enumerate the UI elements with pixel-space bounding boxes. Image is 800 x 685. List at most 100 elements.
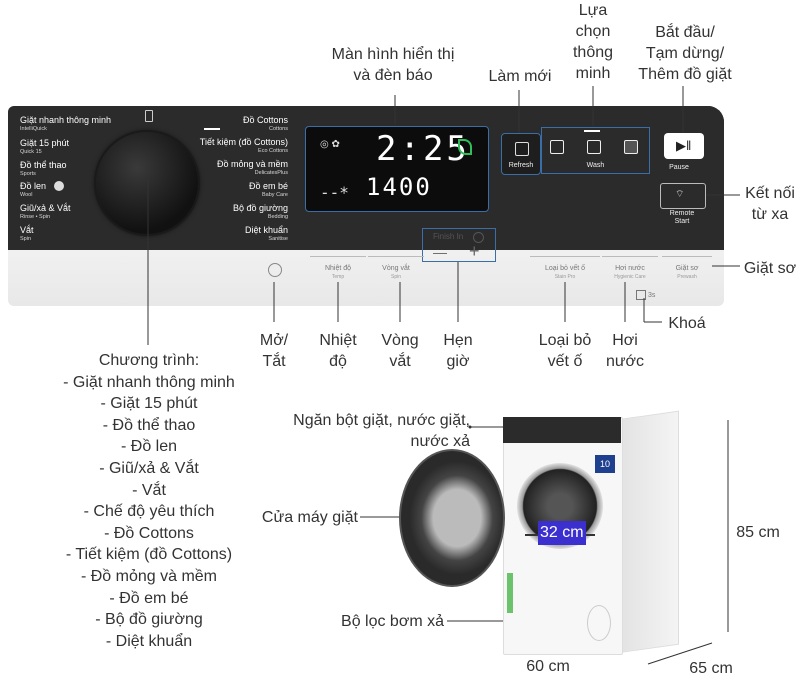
timer-minus-button[interactable]: — — [433, 244, 447, 260]
callout-screen: Màn hình hiển thị và đèn báo — [318, 44, 468, 86]
program-labels-right: Đồ Cottons Cottons Tiết kiệm (đồ Cottons… — [199, 115, 288, 242]
panel-white-area — [486, 106, 724, 250]
timer-plus-button[interactable]: + — [469, 241, 480, 261]
program-list-item: - Giặt nhanh thông minh — [63, 373, 235, 391]
clock-icon — [473, 232, 484, 243]
wash-indicator — [584, 130, 600, 132]
remote-label-2: Start — [674, 218, 690, 225]
display-screen: ◎ ✿ 2:25 --* 1400 — [305, 126, 489, 212]
finish-in-group: Finish In — + — [422, 228, 496, 262]
refresh-button[interactable]: Refresh — [501, 133, 541, 175]
callout-filter: Bộ lọc bơm xả — [341, 613, 444, 630]
program-list-item: - Đồ Cottons — [104, 524, 194, 542]
shirt-stain-icon — [587, 140, 601, 154]
callout-refresh: Làm mới — [488, 68, 552, 85]
prewash-button[interactable]: Giặt sơ Prewash — [662, 256, 712, 281]
prewash-label-text: Giặt sơ — [675, 265, 699, 272]
program-list-item: - Giũ/xả & Vắt — [99, 459, 199, 477]
remote-start-button[interactable]: ⌔ — [660, 183, 706, 209]
program-list-item: - Chế độ yêu thích — [83, 503, 215, 521]
stain-button[interactable]: Loại bỏ vết ố Stain Pro — [530, 256, 600, 281]
wash-option-1[interactable] — [548, 138, 566, 154]
wash-option-2[interactable] — [585, 138, 603, 154]
knob-phone-icon — [145, 110, 153, 122]
spin-sub: Spin — [390, 274, 401, 280]
stain-label-text: Loại bỏ vết ố — [544, 265, 586, 272]
program-list-item: - Đồ em bé — [109, 589, 189, 607]
callout-temp: Nhiệt độ — [310, 330, 366, 372]
callout-temp-text: Nhiệt độ — [319, 332, 357, 370]
remote-label: Remote — [669, 210, 695, 217]
stain-sub: Stain Pro — [554, 274, 576, 280]
temp-sub: Temp — [331, 274, 345, 280]
spin-label-text: Vòng vắt — [382, 265, 410, 272]
machine-top-panel — [503, 417, 621, 443]
program-list: Chương trình: - Giặt nhanh thông minh - … — [40, 350, 258, 652]
display-time: 2:25 — [376, 129, 470, 169]
refresh-shirt-icon — [515, 142, 529, 156]
stain-label: Loại bỏ vết ố Stain Pro — [530, 265, 600, 281]
play-pause-icon: ▶‖ — [676, 138, 692, 153]
callout-timer: Hẹn giờ — [430, 330, 486, 372]
callout-steam-text: Hơi nước — [605, 332, 645, 370]
program-list-title: Chương trình: — [98, 352, 200, 369]
program-list-item: - Đồ len — [120, 438, 178, 456]
callout-detergent-text: Ngăn bột giặt, nước giặt, nước xả — [293, 412, 470, 450]
callout-remote-text: Kết nối từ xa — [745, 185, 795, 223]
temp-label: Nhiệt độ Temp — [310, 265, 366, 281]
program-list-item: - Đồ mỏng và mềm — [80, 567, 218, 585]
wifi-icon: ⌔ — [675, 189, 685, 200]
lock-icon — [636, 290, 646, 300]
display-spin-dashes: --* — [320, 183, 349, 202]
wool-icon — [54, 181, 64, 191]
callout-power-text: Mở/ Tắt — [259, 332, 289, 370]
machine-door[interactable] — [399, 449, 505, 587]
drum-dimension-label: 32 cm — [538, 521, 586, 545]
machine-side — [617, 410, 679, 654]
prewash-label: Giặt sơ Prewash — [662, 265, 712, 281]
program-labels-left: Giặt nhanh thông minh IntelliQuick Giặt … — [20, 115, 112, 242]
warning-sticker — [507, 573, 513, 613]
callout-wash-select-text: Lựa chọn thông minh — [572, 2, 614, 82]
hygienic-sub: Hygienic Care — [614, 274, 646, 280]
display-icons: ◎ ✿ — [320, 139, 340, 150]
program-list-item: - Vắt — [132, 481, 166, 499]
callout-start: Bắt đầu/ Tạm dừng/ Thêm đồ giặt — [628, 22, 742, 85]
callout-stain-text: Loại bỏ vết ố — [538, 332, 592, 370]
pump-filter[interactable] — [587, 605, 611, 641]
program-list-item: - Bộ đồ giường — [95, 611, 203, 629]
callout-stain: Loại bỏ vết ố — [528, 330, 602, 372]
program-list-item: - Tiết kiệm (đồ Cottons) — [65, 546, 233, 564]
program-list-item: - Đồ thể thao — [102, 416, 196, 434]
power-button[interactable] — [268, 263, 282, 277]
start-pause-button[interactable]: ▶‖ — [664, 133, 704, 159]
lock-time: 3s — [648, 292, 656, 299]
callout-screen-text: Màn hình hiển thị và đèn báo — [331, 46, 455, 84]
callout-timer-text: Hẹn giờ — [443, 332, 473, 370]
pause-label: Pause — [669, 164, 689, 171]
leaf-icon — [458, 139, 472, 155]
finish-in-label: Finish In — [433, 232, 464, 241]
callout-steam: Hơi nước — [598, 330, 652, 372]
wash-label: Wash — [586, 162, 605, 169]
temp-label-text: Nhiệt độ — [324, 265, 352, 272]
prewash-sub: Prewash — [677, 274, 697, 280]
callout-power: Mở/ Tắt — [250, 330, 298, 372]
program-knob[interactable] — [96, 132, 198, 234]
callout-prewash: Giặt sơ — [743, 260, 797, 277]
program-list-item: - Diệt khuẩn — [105, 632, 193, 650]
callout-spin-text: Vòng vắt — [381, 332, 419, 370]
temp-button[interactable]: Nhiệt độ Temp — [310, 256, 366, 281]
display-spin: 1400 — [366, 173, 432, 201]
wash-option-3[interactable] — [622, 138, 640, 154]
hygienic-label-text: Hơi nước — [615, 265, 645, 272]
program-list-item: - Giặt 15 phút — [100, 395, 198, 413]
callout-detergent: Ngăn bột giặt, nước giặt, nước xả — [270, 410, 470, 452]
callout-wash-select: Lựa chọn thông minh — [558, 0, 628, 84]
callout-door: Cửa máy giặt — [261, 509, 358, 526]
callout-lock: Khoá — [668, 315, 706, 332]
